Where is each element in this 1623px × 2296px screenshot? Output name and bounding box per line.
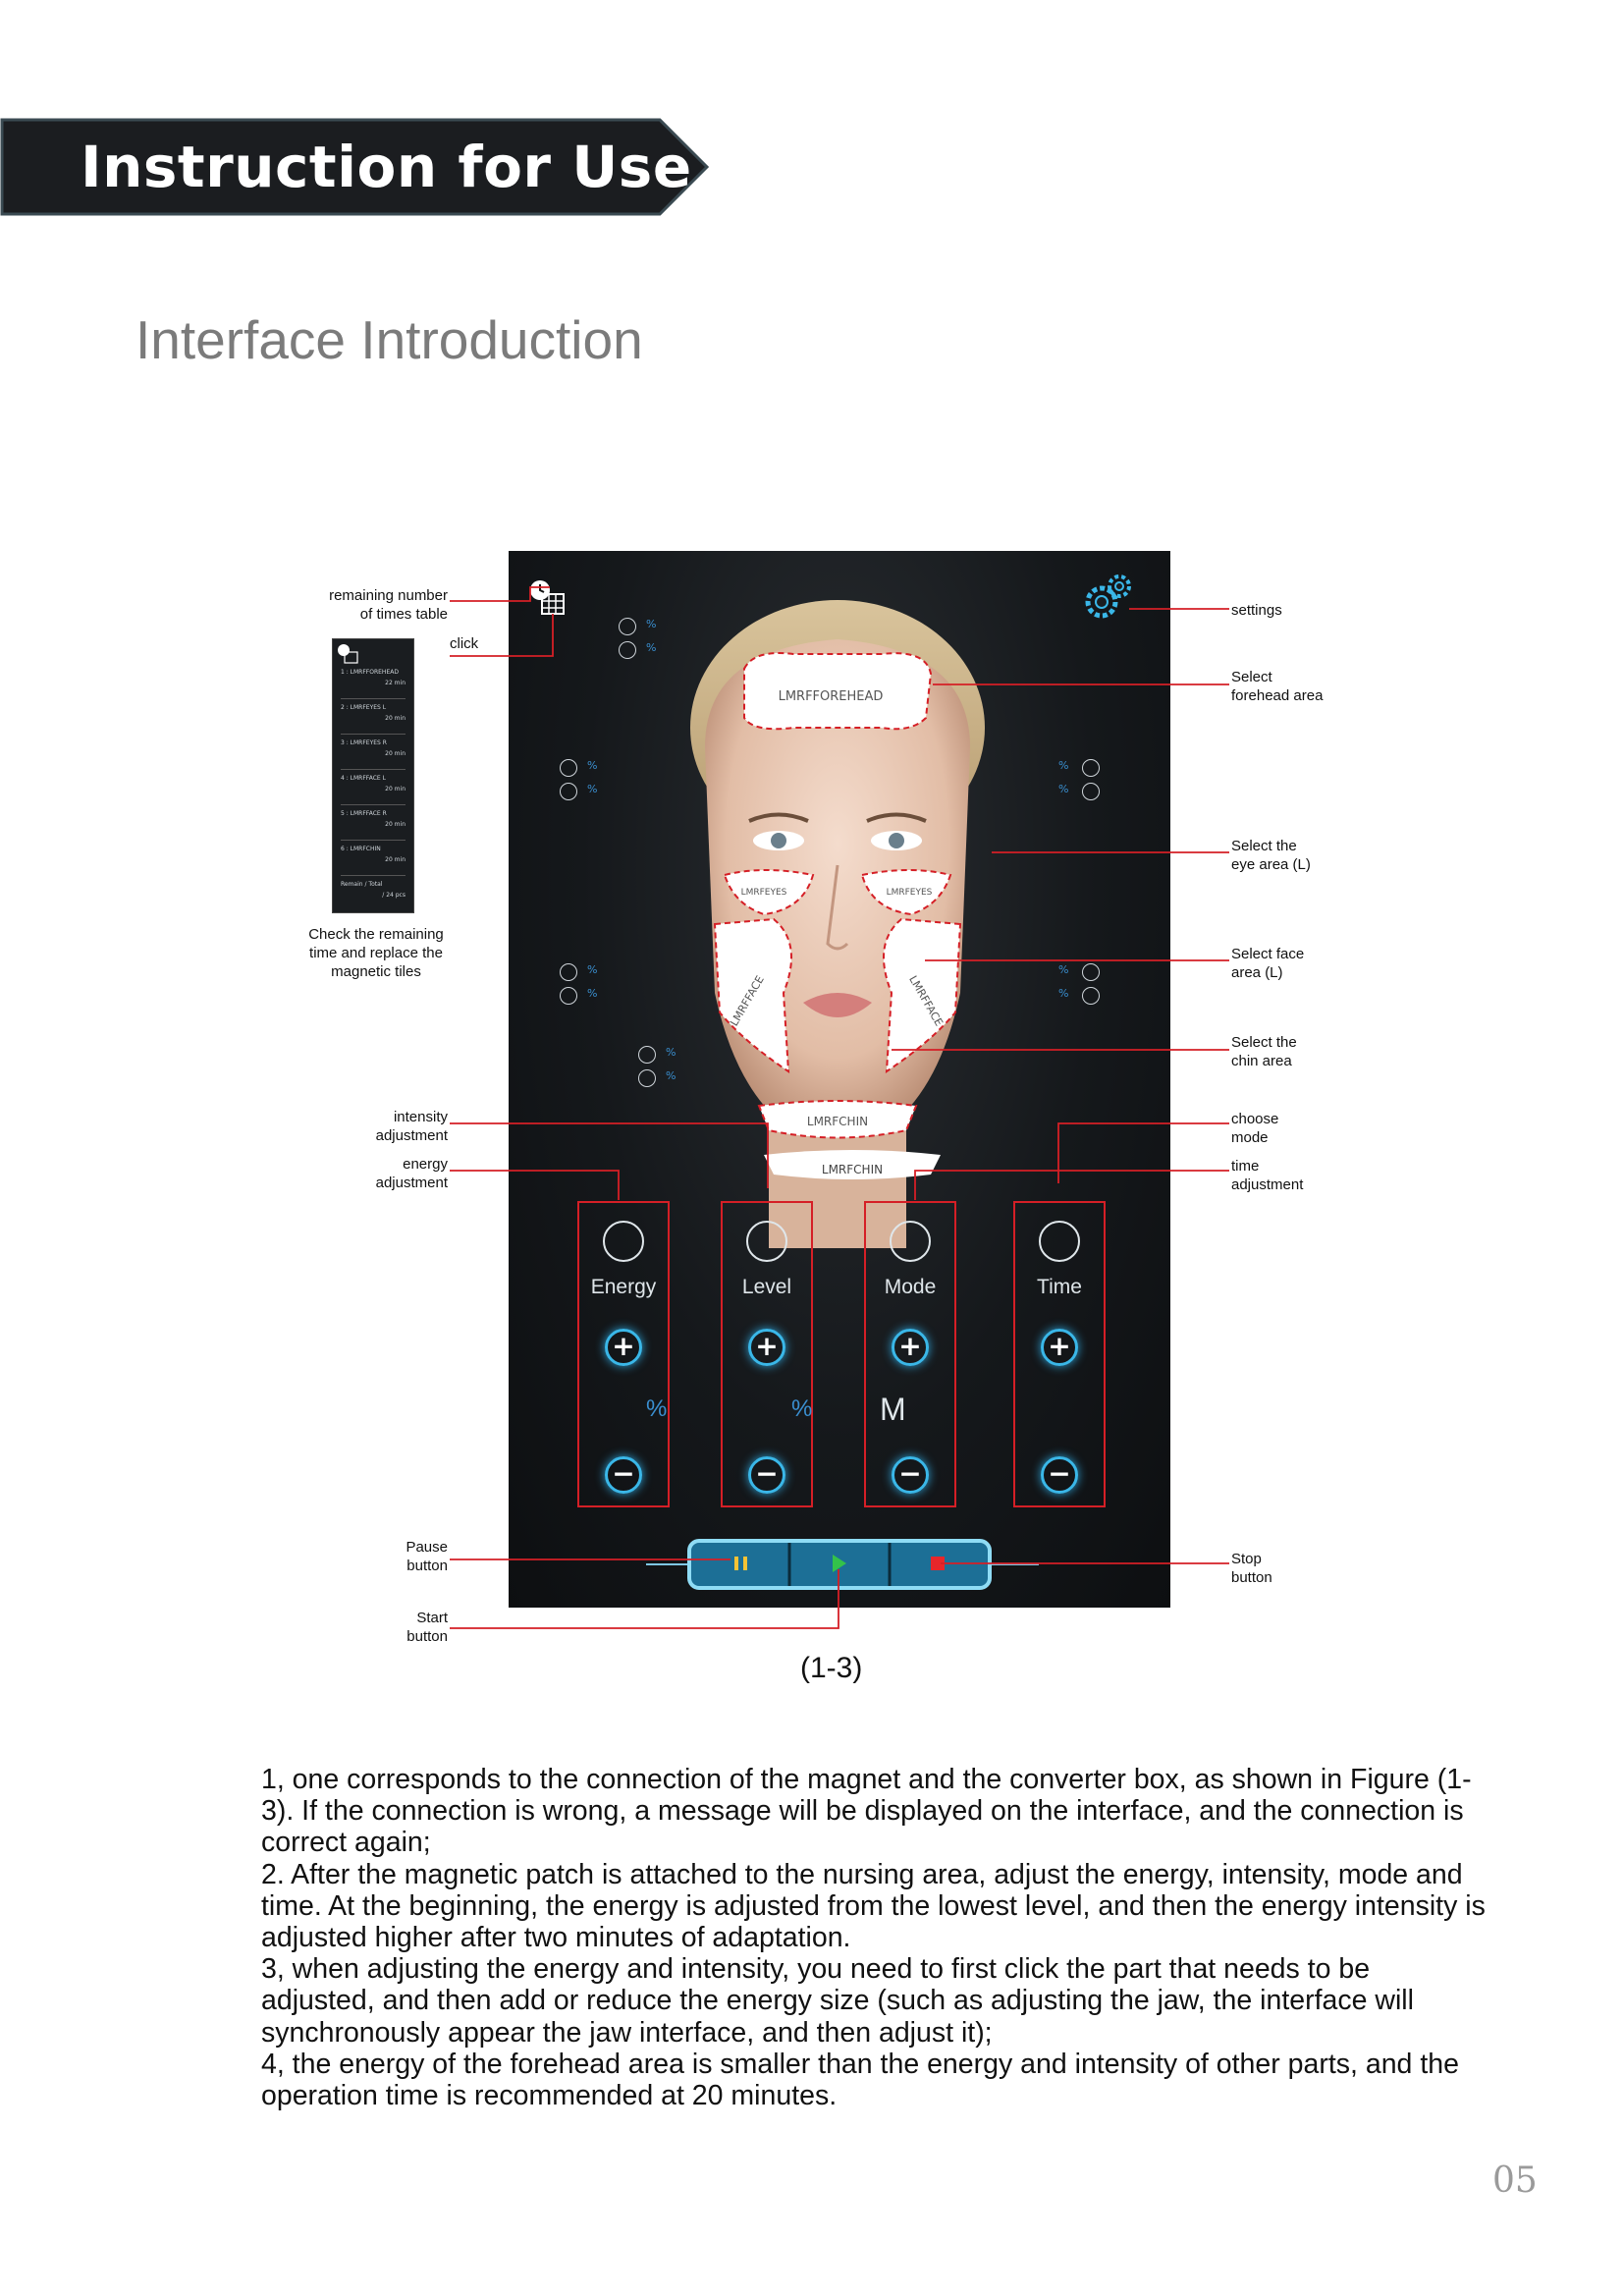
page-number: 05: [1492, 2160, 1538, 2201]
time-plus-button[interactable]: +: [1041, 1329, 1078, 1366]
indicator-percent: %: [666, 1069, 676, 1082]
level-value: %: [791, 1395, 813, 1422]
patch-forehead-label[interactable]: LMRFFOREHEAD: [779, 689, 884, 704]
indicator-percent: %: [1058, 783, 1069, 795]
indicator-icon: [638, 1069, 656, 1087]
device-screen: LMRFFOREHEAD LMRFEYES LMRFEYES LMRFFACE …: [509, 551, 1170, 1608]
indicator-icon: [619, 641, 636, 659]
indicator-percent: %: [1058, 963, 1069, 976]
patch-chin-label[interactable]: LMRFCHIN: [807, 1115, 868, 1128]
indicator-icon: [1082, 783, 1100, 800]
pause-button[interactable]: [734, 1557, 747, 1570]
indicator-percent: %: [587, 759, 598, 772]
annotation-lines: [450, 586, 1229, 1629]
mode-value: M: [880, 1392, 906, 1427]
indicator-percent: %: [1058, 759, 1069, 772]
chin-strip: LMRFCHIN: [764, 1150, 941, 1179]
annotation-face: Select face area (L): [1231, 946, 1305, 981]
time-minus-button[interactable]: −: [1041, 1456, 1078, 1494]
indicator-icon: [560, 963, 577, 981]
time-label: Time: [1037, 1276, 1082, 1298]
indicator-icon: [560, 987, 577, 1005]
annotation-forehead: Select forehead area: [1231, 669, 1324, 704]
energy-minus-button[interactable]: −: [605, 1456, 642, 1494]
annotation-settings: settings: [1231, 602, 1282, 619]
patch-eyes-left-label[interactable]: LMRFEYES: [887, 888, 933, 898]
energy-label: Energy: [590, 1276, 657, 1298]
sliders-icon: [890, 1221, 931, 1262]
annotation-chin: Select the chin area: [1231, 1034, 1297, 1069]
annotation-check-remaining: Check the remaining time and replace the…: [308, 926, 444, 980]
level-control: Level + % −: [721, 1201, 813, 1507]
indicator-percent: %: [587, 963, 598, 976]
annotation-stop: Stop button: [1231, 1551, 1272, 1586]
table-remain: Remain / Total/ 24 pcs: [341, 881, 406, 899]
mode-control: Mode + M −: [864, 1201, 956, 1507]
sound-wave-icon: [746, 1221, 787, 1262]
indicator-percent: %: [646, 618, 657, 630]
indicator-icon: [560, 759, 577, 777]
mode-label: Mode: [884, 1276, 937, 1298]
energy-plus-button[interactable]: +: [605, 1329, 642, 1366]
energy-control: Energy + % −: [577, 1201, 670, 1507]
indicator-icon: [638, 1046, 656, 1064]
body-text: 1, one corresponds to the connection of …: [261, 1764, 1488, 2111]
indicator-percent: %: [587, 987, 598, 1000]
mode-minus-button[interactable]: −: [892, 1456, 929, 1494]
annotation-pause: Pause button: [406, 1539, 448, 1574]
stop-button[interactable]: [931, 1557, 945, 1570]
indicator-icon: [1082, 987, 1100, 1005]
annotation-intensity: intensity adjustment: [375, 1109, 448, 1144]
figure-caption: (1-3): [800, 1652, 863, 1684]
paragraph: 2. After the magnetic patch is attached …: [261, 1858, 1486, 1954]
wifi-signal-icon: [603, 1221, 644, 1262]
gear-icon[interactable]: [1082, 573, 1141, 622]
playback-bar: [646, 1539, 1039, 1590]
indicator-percent: %: [1058, 987, 1069, 1000]
face-illustration: LMRFFOREHEAD LMRFEYES LMRFEYES LMRFFACE …: [690, 600, 985, 1248]
chin-strip-label: LMRFCHIN: [822, 1163, 883, 1176]
annotation-mode: choose mode: [1231, 1111, 1279, 1146]
mode-plus-button[interactable]: +: [892, 1329, 929, 1366]
indicator-icon: [560, 783, 577, 800]
indicator-icon: [1082, 759, 1100, 777]
annotation-remaining-number: remaining number of times table: [329, 587, 448, 623]
energy-value: %: [646, 1395, 668, 1422]
level-plus-button[interactable]: +: [748, 1329, 785, 1366]
indicator-percent: %: [646, 641, 657, 654]
page-title: Instruction for Use: [81, 134, 692, 200]
patch-eyes-right-label[interactable]: LMRFEYES: [741, 888, 787, 898]
header-banner: Instruction for Use: [0, 118, 709, 216]
annotation-eye: Select the eye area (L): [1231, 838, 1311, 873]
start-button[interactable]: [833, 1555, 846, 1572]
clock-icon: [1039, 1221, 1080, 1262]
annotation-start: Start button: [406, 1610, 448, 1645]
annotation-energy: energy adjustment: [375, 1156, 448, 1191]
table-clock-icon: [338, 644, 358, 664]
table-clock-icon[interactable]: [528, 578, 568, 618]
annotation-time: time adjustment: [1231, 1158, 1304, 1193]
indicator-icon: [619, 618, 636, 635]
time-control: Time + −: [1013, 1201, 1106, 1507]
indicator-percent: %: [666, 1046, 676, 1059]
banner-shape: [0, 118, 709, 216]
paragraph: 1, one corresponds to the connection of …: [261, 1764, 1472, 1859]
annotation-click: click: [450, 635, 479, 652]
section-title: Interface Introduction: [135, 309, 643, 370]
paragraph: 4, the energy of the forehead area is sm…: [261, 2048, 1459, 2112]
level-minus-button[interactable]: −: [748, 1456, 785, 1494]
paragraph: 3, when adjusting the energy and intensi…: [261, 1953, 1414, 2049]
indicator-percent: %: [587, 783, 598, 795]
level-label: Level: [741, 1276, 792, 1298]
indicator-icon: [1082, 963, 1100, 981]
